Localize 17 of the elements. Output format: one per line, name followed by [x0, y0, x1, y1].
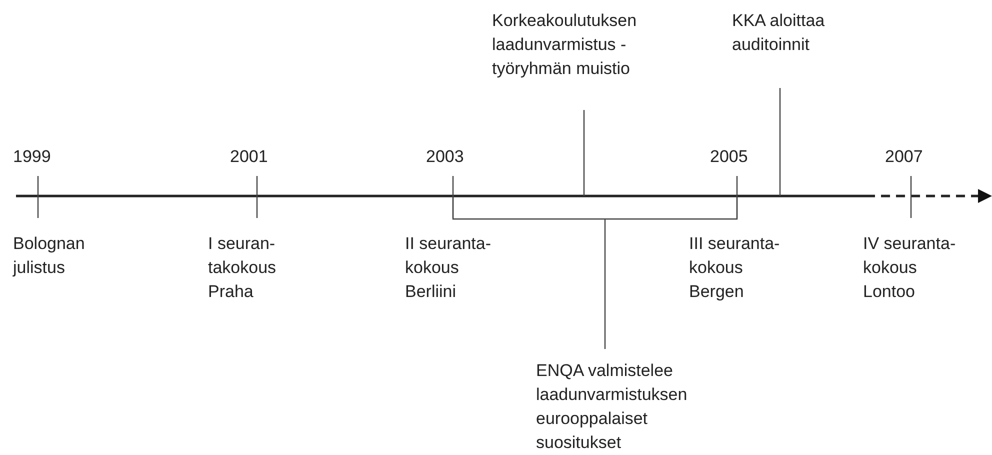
event-note: ENQA valmistelee laadunvarmistuksen eurooppalaiset suositukset: [536, 359, 726, 455]
event-label: IV seuranta- kokous Lontoo: [863, 233, 957, 303]
year-label: 1999: [13, 146, 52, 168]
event-label: III seuranta- kokous Bergen: [689, 233, 781, 303]
event-note: KKA aloittaa auditoinnit: [732, 9, 872, 57]
event-label: I seuran- takokous Praha: [208, 233, 278, 303]
year-label: 2003: [426, 146, 465, 168]
leader-line: [779, 88, 781, 196]
event-note: Korkeakoulutuksen laadunvarmistus - työryhmän muistio: [492, 9, 692, 81]
leader-line: [583, 110, 585, 196]
year-label: 2005: [710, 146, 749, 168]
year-label: 2001: [230, 146, 269, 168]
event-label: II seuranta- kokous Berliini: [405, 233, 492, 303]
year-label: 2007: [885, 146, 924, 168]
event-label: Bolognan julistus: [13, 233, 86, 279]
timeline-arrow: [16, 189, 992, 203]
leader-line: [604, 219, 606, 349]
